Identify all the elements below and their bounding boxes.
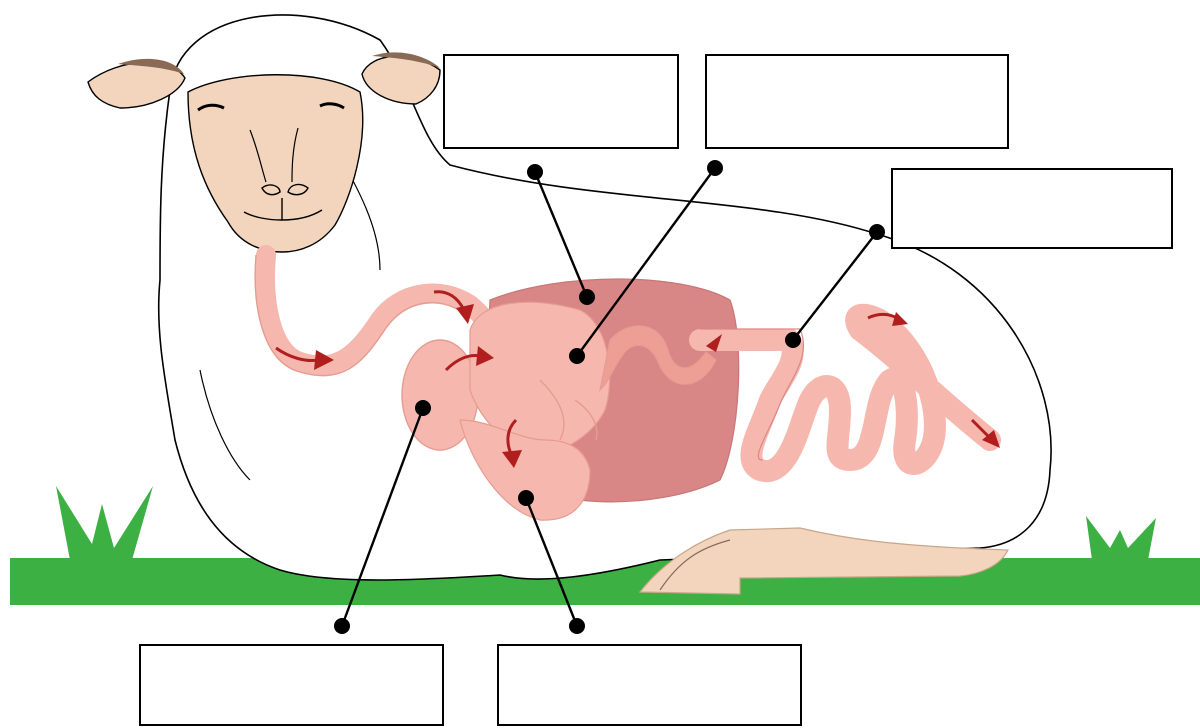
- label-box-bottom-left[interactable]: [140, 645, 443, 725]
- grass-tuft-left: [56, 486, 153, 560]
- pointer-dot-abomasum: [518, 490, 534, 506]
- pointer-dot-intestine-top: [869, 224, 885, 240]
- pointer-dot-abomasum-bottom: [569, 618, 585, 634]
- pointer-dot-omasum: [569, 348, 585, 364]
- label-box-top-middle[interactable]: [706, 55, 1008, 148]
- pointer-dot-reticulum-bottom: [334, 618, 350, 634]
- label-box-top-left-rect[interactable]: [444, 55, 678, 148]
- label-box-top-left[interactable]: [444, 55, 678, 148]
- pointer-dot-reticulum: [415, 400, 431, 416]
- pointer-dot-rumen: [579, 289, 595, 305]
- label-box-bottom-left-rect[interactable]: [140, 645, 443, 725]
- label-box-right-rect[interactable]: [892, 169, 1172, 248]
- pointer-dot-omasum-top: [707, 160, 723, 176]
- label-box-bottom-middle[interactable]: [498, 645, 801, 725]
- grass-tuft-right: [1086, 516, 1156, 560]
- label-box-bottom-middle-rect[interactable]: [498, 645, 801, 725]
- pointer-dot-intestine: [785, 332, 801, 348]
- label-box-top-middle-rect[interactable]: [706, 55, 1008, 148]
- label-box-right[interactable]: [892, 169, 1172, 248]
- pointer-dot-rumen-top: [527, 164, 543, 180]
